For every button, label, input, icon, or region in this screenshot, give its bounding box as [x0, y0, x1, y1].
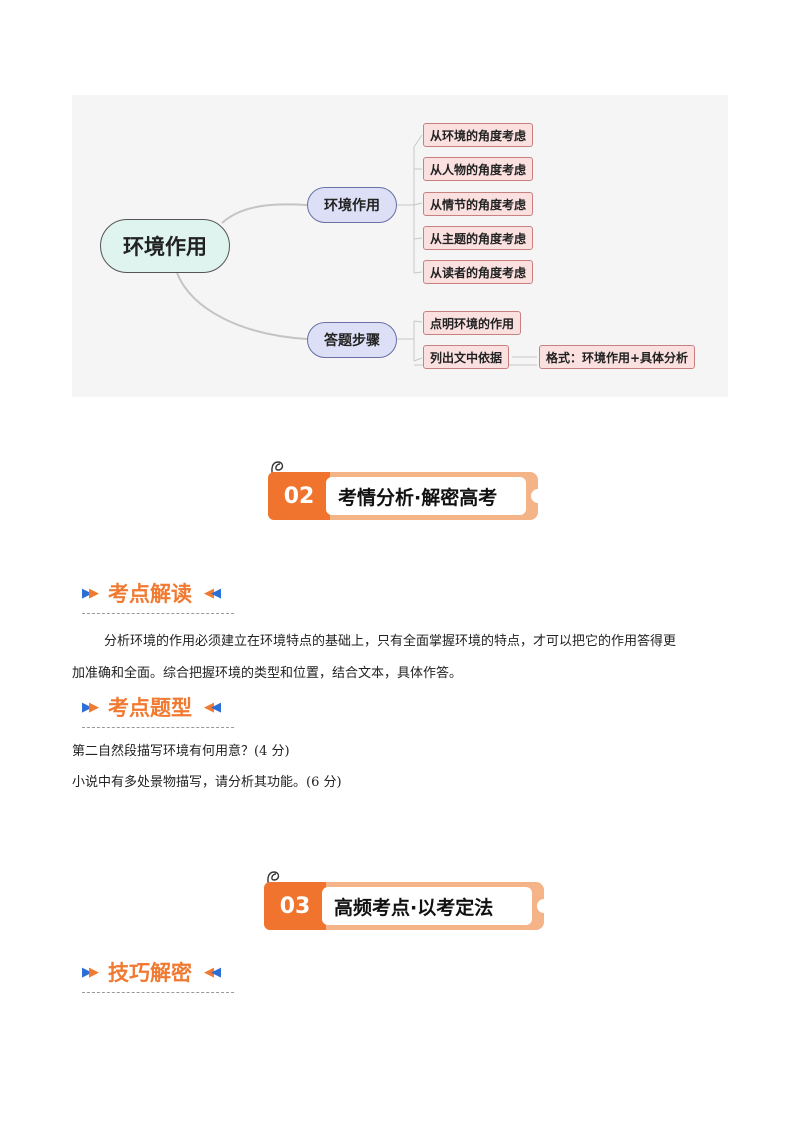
subhead-kaodian-tixing: ▶▶ 考点题型 ◀◀	[82, 690, 234, 728]
arrow-right-icon: ▶▶	[82, 585, 99, 601]
subhead-label: 考点题型	[108, 696, 192, 720]
question-line: 小说中有多处景物描写，请分析其功能。(6 分)	[72, 775, 342, 790]
arrow-right-icon: ▶▶	[82, 699, 99, 715]
mindmap-root-node: 环境作用	[100, 219, 230, 273]
subhead-kaodian-jiedu: ▶▶ 考点解读 ◀◀	[82, 576, 234, 614]
mindmap-diagram: 环境作用 环境作用 答题步骤 从环境的角度考虑 从人物的角度考虑 从情节的角度考…	[72, 95, 728, 397]
section-title: 考情分析·解密高考	[326, 477, 526, 515]
paragraph-line: 分析环境的作用必须建立在环境特点的基础上，只有全面掌握环境的特点，才可以把它的作…	[104, 634, 677, 649]
arrow-left-icon: ◀◀	[204, 964, 221, 980]
arrow-right-icon: ▶▶	[82, 964, 99, 980]
question-line: 第二自然段描写环境有何用意？(4 分)	[72, 744, 290, 759]
section-banner-02: 02 考情分析·解密高考	[268, 461, 539, 520]
banner-notch	[531, 489, 539, 503]
mindmap-leaf-format: 格式：环境作用+具体分析	[539, 345, 696, 369]
mindmap-leaf: 从读者的角度考虑	[423, 260, 534, 284]
mindmap-branch-dati: 答题步骤	[307, 322, 397, 358]
mindmap-leaf: 从环境的角度考虑	[423, 123, 534, 147]
connector-root-branch2	[176, 272, 308, 340]
subhead-label: 技巧解密	[108, 961, 192, 985]
mindmap-leaf: 从主题的角度考虑	[423, 226, 534, 250]
section-number: 02	[268, 472, 330, 520]
arrow-left-icon: ◀◀	[204, 699, 221, 715]
curl-ornament-icon	[267, 871, 280, 889]
banner-notch	[537, 899, 545, 913]
mindmap-leaf: 从人物的角度考虑	[423, 157, 534, 181]
subhead-label: 考点解读	[108, 582, 192, 606]
arrow-left-icon: ◀◀	[204, 585, 221, 601]
dashed-underline	[82, 727, 234, 728]
paragraph-line: 加准确和全面。综合把握环境的类型和位置，结合文本，具体作答。	[72, 666, 463, 681]
mindmap-leaf: 从情节的角度考虑	[423, 192, 534, 216]
section-title: 高频考点·以考定法	[322, 887, 532, 925]
mindmap-branch-huanjing: 环境作用	[307, 187, 397, 223]
curl-ornament-icon	[271, 461, 284, 479]
subhead-jiqiao-jiemi: ▶▶ 技巧解密 ◀◀	[82, 955, 234, 993]
mindmap-leaf: 点明环境的作用	[423, 311, 522, 335]
section-number: 03	[264, 882, 326, 930]
connector-root-branch1	[221, 203, 308, 224]
mindmap-connectors	[176, 134, 537, 366]
dashed-underline	[82, 613, 234, 614]
mindmap-leaf: 列出文中依据	[423, 345, 510, 369]
dashed-underline	[82, 992, 234, 993]
section-banner-03: 03 高频考点·以考定法	[264, 871, 545, 930]
